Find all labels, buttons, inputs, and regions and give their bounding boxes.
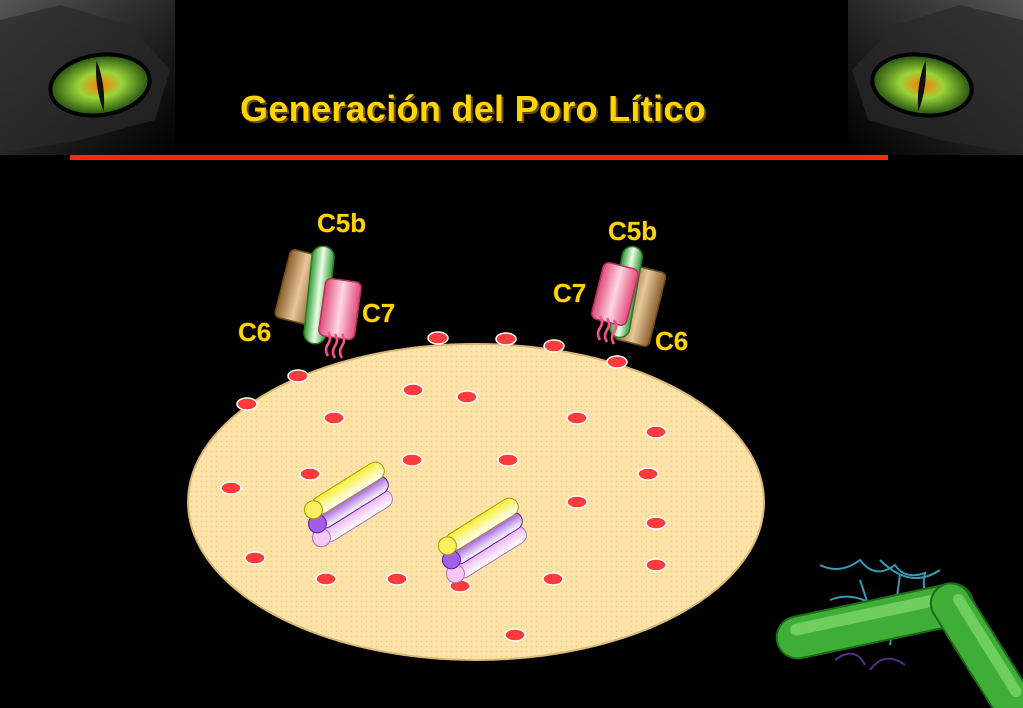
lytic-pore-left <box>303 461 393 548</box>
label-c5b-right: C5b <box>608 216 657 246</box>
c7-tails <box>324 331 346 359</box>
bacteria-icon <box>775 558 1023 708</box>
c7-tails <box>596 315 618 345</box>
label-c7-left: C7 <box>362 298 395 328</box>
lytic-pore-right <box>437 497 527 584</box>
label-c5b-left: C5b <box>317 208 366 238</box>
label-c7-right: C7 <box>553 278 586 308</box>
label-c6-left: C6 <box>238 317 271 347</box>
cell-membrane <box>187 343 765 661</box>
complex-c5b-c6-c7-right <box>591 245 667 347</box>
c7-block <box>318 277 362 341</box>
page-title: Generación del Poro Lítico <box>240 88 706 129</box>
cat-eye-icon <box>848 0 1023 155</box>
complex-c5b-c6-c7-left <box>274 245 362 359</box>
title-underline <box>70 155 888 160</box>
label-c6-right: C6 <box>655 326 688 356</box>
cat-eye-icon <box>0 0 175 155</box>
